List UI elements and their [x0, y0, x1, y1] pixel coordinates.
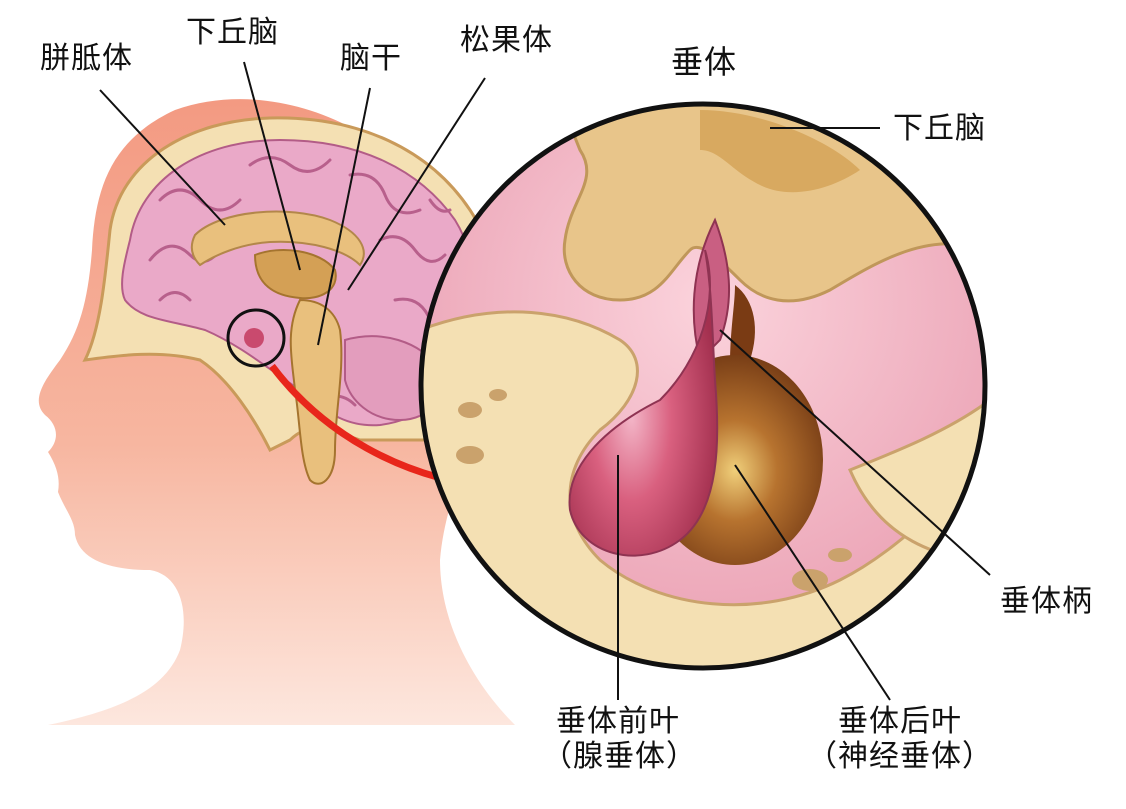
label-anterior-lobe: 垂体前叶 （腺垂体） — [542, 704, 697, 774]
label-brainstem: 脑干 — [340, 41, 402, 76]
label-posterior-lobe: 垂体后叶 （神经垂体） — [805, 704, 995, 774]
magnified-border — [418, 101, 988, 671]
label-hypothalamus-left: 下丘脑 — [186, 15, 279, 50]
zoom-ring — [226, 308, 286, 368]
label-pianzhiti: 胼胝体 — [40, 41, 133, 76]
label-pituitary-stalk: 垂体柄 — [1000, 584, 1093, 619]
label-hypothalamus-right: 下丘脑 — [893, 111, 986, 146]
leader-lines — [99, 61, 991, 701]
diagram-title: 垂体 — [671, 43, 738, 81]
label-pineal-body: 松果体 — [460, 23, 553, 58]
magnified-view — [421, 104, 985, 668]
label-posterior-lobe-line1: 垂体后叶 — [838, 704, 962, 739]
pituitary-small — [244, 328, 264, 348]
label-posterior-lobe-line2: （神经垂体） — [807, 738, 993, 774]
label-anterior-lobe-line1: 垂体前叶 — [556, 704, 680, 739]
brainstem-shape — [289, 298, 343, 485]
label-anterior-lobe-line2: （腺垂体） — [542, 738, 697, 774]
